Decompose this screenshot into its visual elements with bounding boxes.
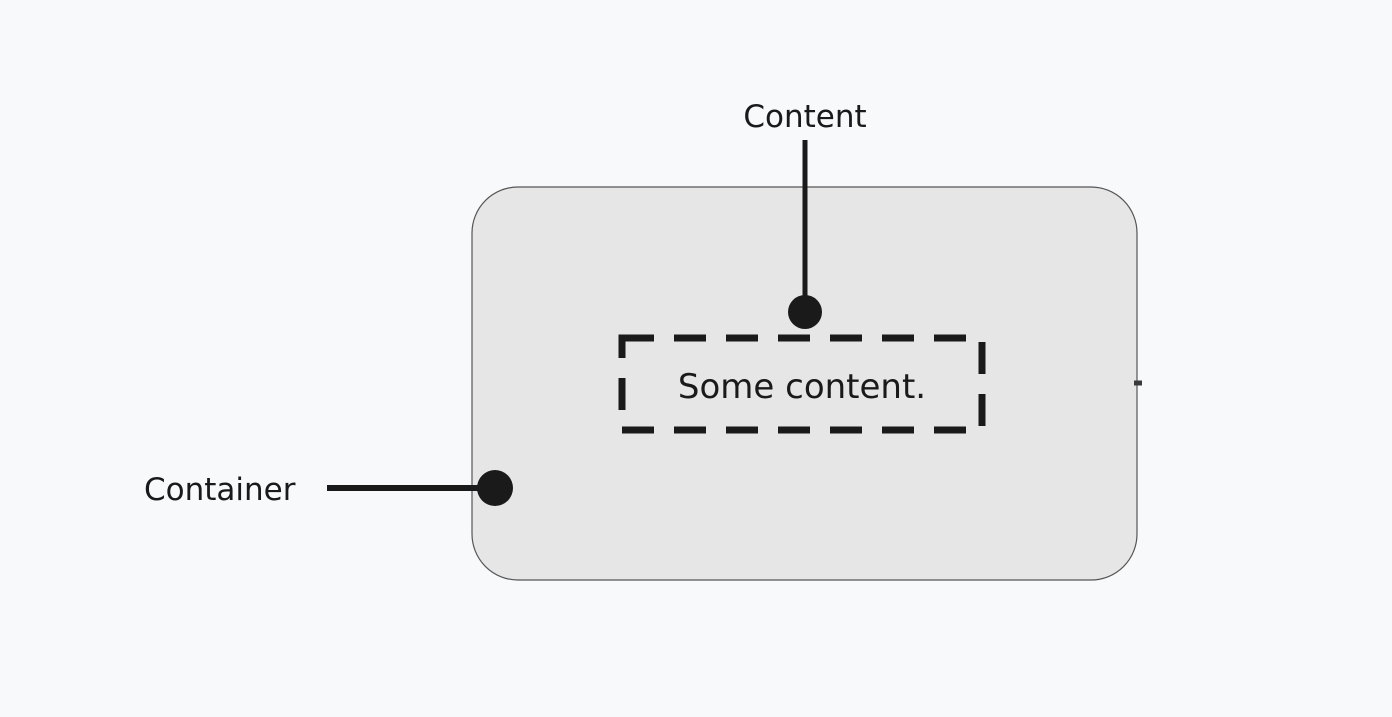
content-annotation-label: Content (743, 99, 866, 135)
content-box-text: Some content. (678, 367, 926, 407)
right-edge-tick-icon (1134, 380, 1142, 386)
content-dashed-box[interactable] (618, 334, 986, 434)
container-anchor-dot-icon (477, 470, 513, 506)
content-anchor-dot-icon (788, 295, 822, 329)
container-annotation-label: Container (144, 472, 296, 508)
